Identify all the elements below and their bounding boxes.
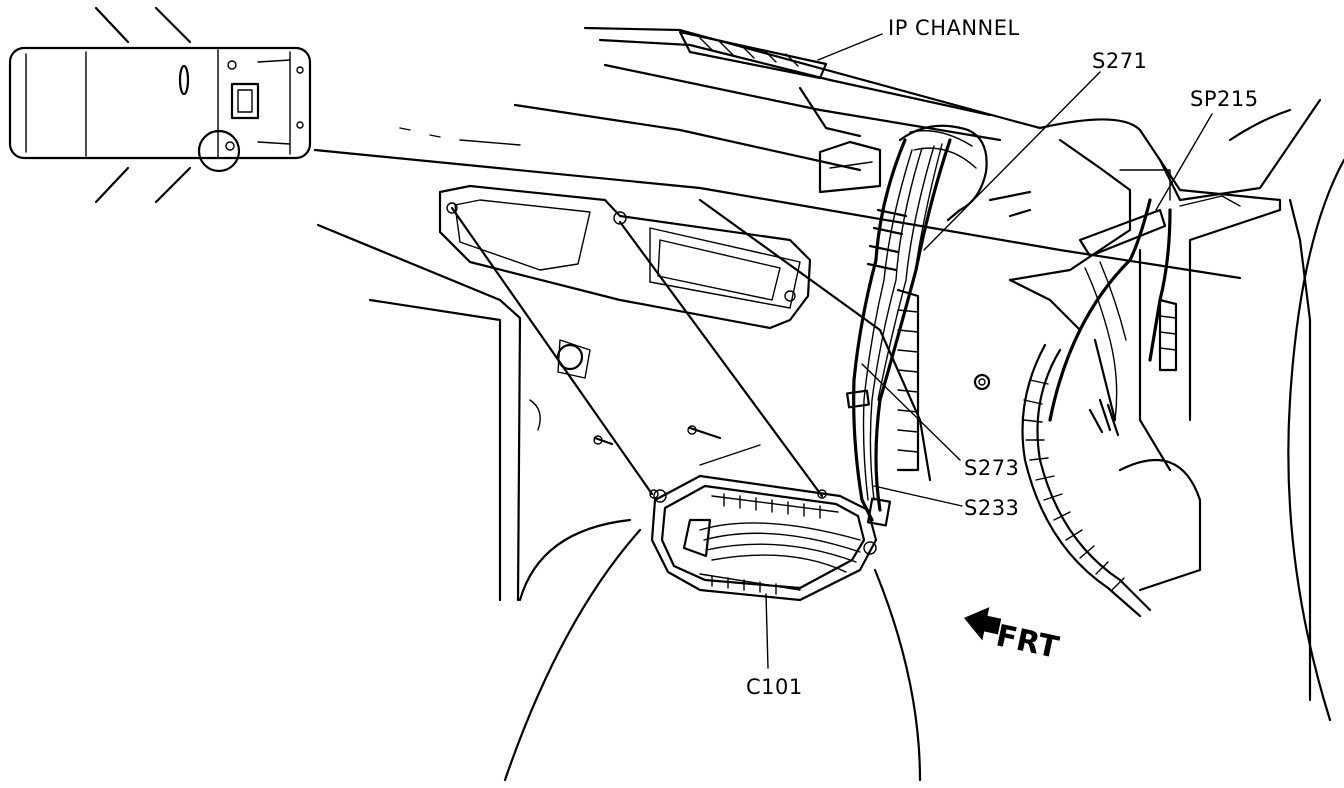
label-s273: S273 (964, 456, 1019, 480)
location-highlight-circle (197, 129, 241, 173)
label-c101: C101 (746, 675, 803, 699)
vehicle-locator-inset (8, 6, 312, 204)
label-sp215: SP215 (1190, 87, 1259, 111)
leader-sp215 (1155, 113, 1213, 211)
leader-lines (765, 33, 1213, 669)
label-frt: FRT (993, 619, 1062, 666)
c101-connector (450, 206, 878, 602)
leader-s233 (873, 485, 963, 507)
front-direction-indicator: FRT (963, 607, 1062, 666)
arrow-left-icon (963, 607, 1002, 641)
label-s233: S233 (964, 496, 1019, 520)
label-s271: S271 (1092, 49, 1147, 73)
leader-ip-channel (817, 33, 883, 61)
leader-s271 (923, 71, 1101, 251)
leader-c101 (765, 593, 769, 669)
label-ip-channel: IP CHANNEL (888, 16, 1020, 40)
instrument-panel-structure (313, 26, 1344, 782)
right-harness-bundle (1021, 195, 1241, 618)
callout-labels: IP CHANNEL S271 SP215 S273 S233 C101 (746, 16, 1259, 699)
leader-s273 (861, 363, 961, 461)
